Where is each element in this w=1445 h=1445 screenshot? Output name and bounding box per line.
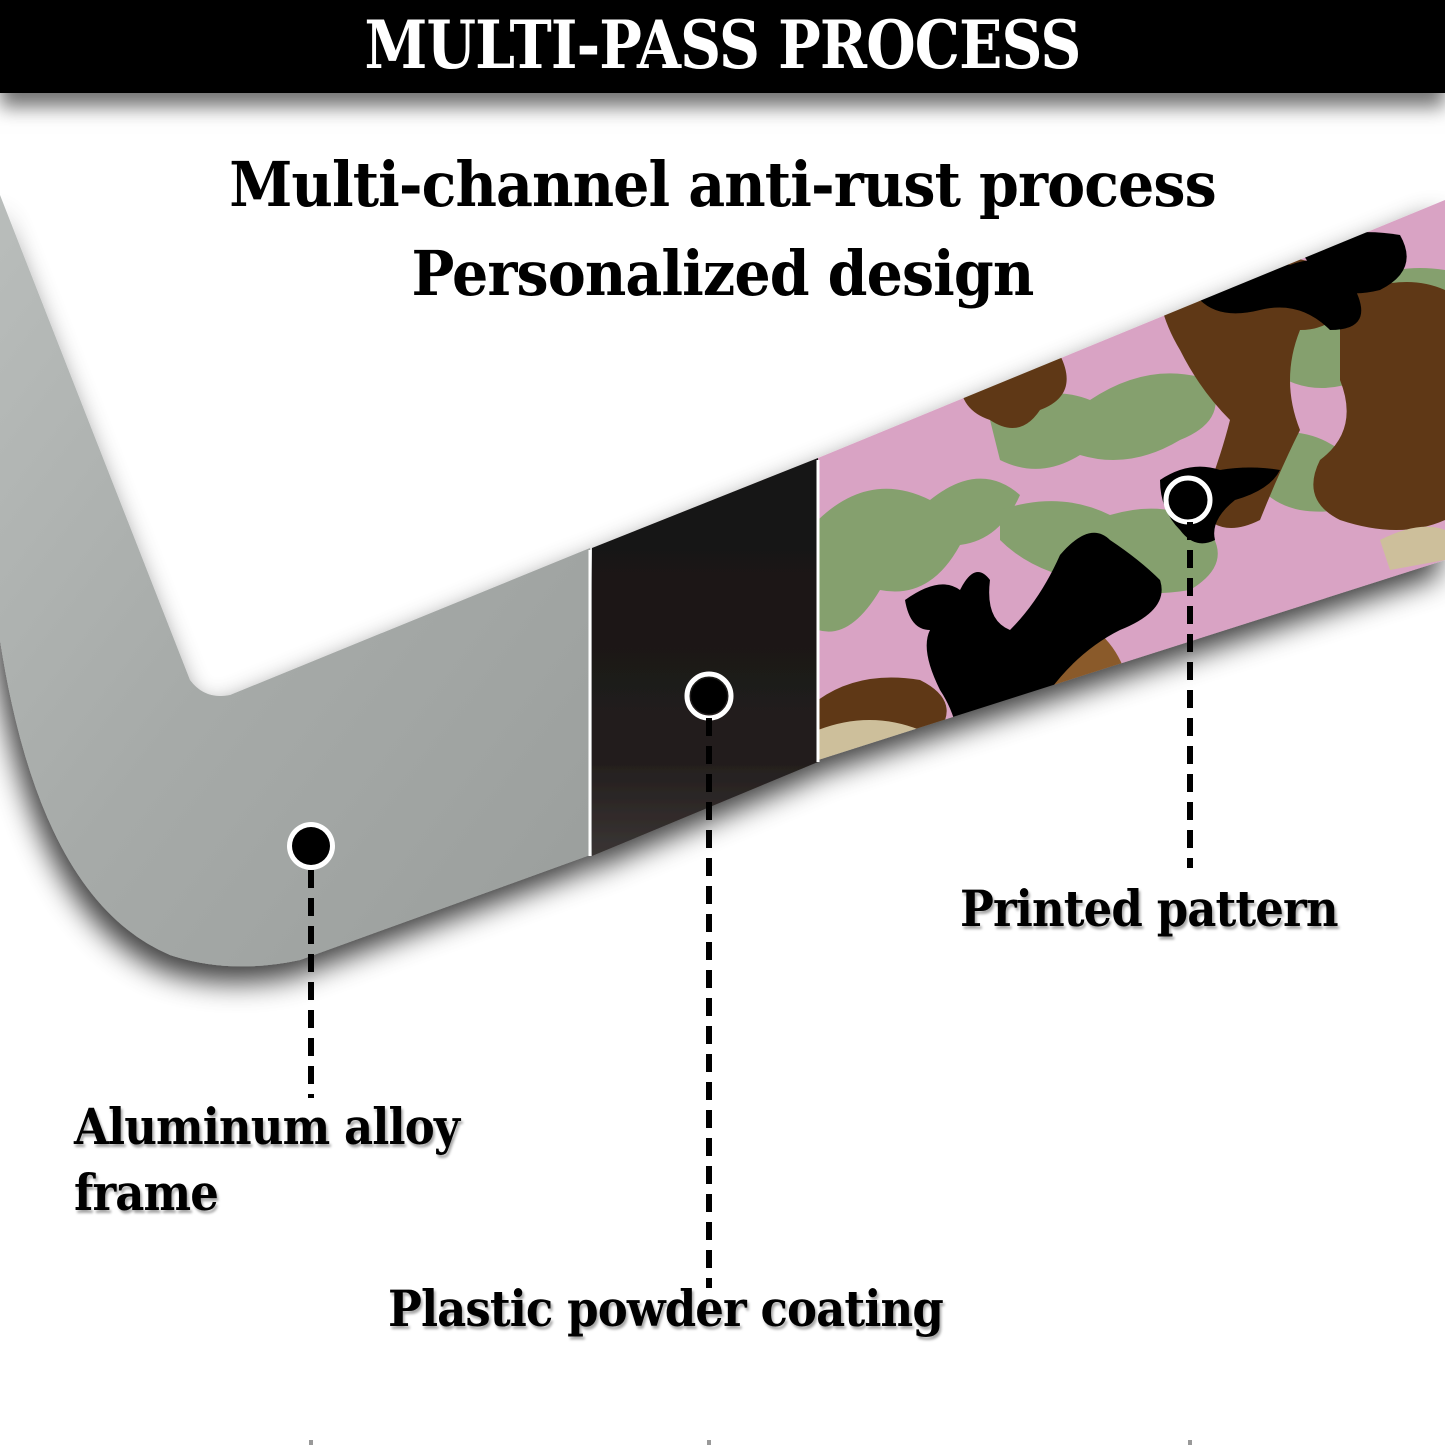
aluminum-frame-label: Aluminum alloy frame bbox=[74, 1094, 460, 1226]
plastic-coating-label: Plastic powder coating bbox=[388, 1279, 944, 1338]
printed-pattern-label: Printed pattern bbox=[960, 879, 1339, 938]
coating-marker-icon bbox=[684, 671, 734, 721]
headline-line-1: Multi-channel anti-rust process bbox=[229, 148, 1216, 221]
headline-line-2: Personalized design bbox=[411, 237, 1035, 310]
banner-title: MULTI-PASS PROCESS bbox=[364, 6, 1081, 84]
powder-coating-region bbox=[592, 458, 818, 856]
aluminum-label-line-1: Aluminum alloy bbox=[74, 1097, 460, 1156]
pattern-marker-icon bbox=[1163, 475, 1213, 525]
aluminum-label-line-2: frame bbox=[74, 1163, 219, 1222]
aluminum-marker-icon bbox=[287, 822, 335, 870]
header-banner: MULTI-PASS PROCESS bbox=[0, 0, 1445, 93]
aluminum-frame-region bbox=[0, 195, 590, 967]
